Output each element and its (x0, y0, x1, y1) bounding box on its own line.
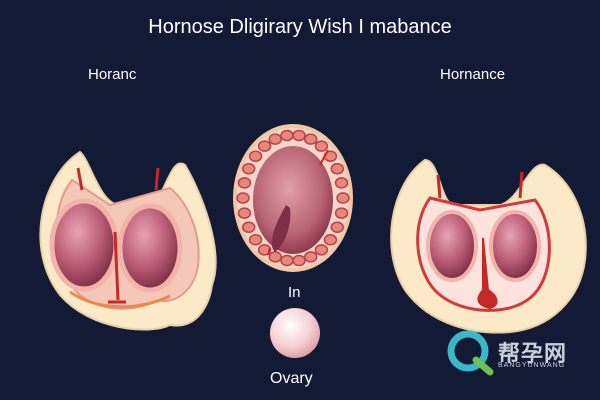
follicle (280, 254, 294, 267)
follicle (334, 177, 349, 189)
follicle (314, 244, 329, 256)
follicle (237, 177, 252, 189)
left-panel-label: Horanc (88, 66, 137, 83)
watermark-q-circle (447, 330, 489, 372)
follicle (268, 133, 283, 145)
right-organ-diagram (390, 158, 587, 334)
follicle (257, 140, 272, 152)
right-ovary-b (489, 210, 541, 282)
right-panel-label: Hornance (440, 66, 506, 83)
follicle (257, 244, 272, 256)
left-organ-diagram (39, 150, 217, 331)
follicle (248, 234, 263, 246)
watermark-logo (447, 330, 494, 376)
middle-label: In (288, 284, 301, 301)
watermark-subtext: BANGYUNWANG (498, 362, 566, 369)
right-center-vessel (477, 237, 498, 310)
center-vessel (267, 149, 329, 256)
follicle (330, 162, 345, 175)
center-embryo (271, 205, 291, 252)
ovary-ball (270, 308, 320, 358)
follicle (314, 140, 329, 152)
follicle (303, 251, 318, 263)
right-ovary-a (426, 210, 478, 282)
left-vessel (108, 231, 126, 304)
follicle (236, 192, 250, 204)
follicle (303, 133, 318, 145)
watermark-q-tail (472, 356, 494, 376)
diagram-title: Hornose Dligirary Wish I mabance (148, 16, 452, 38)
left-ovary-a (49, 198, 119, 292)
follicle (241, 162, 256, 175)
follicle (330, 221, 345, 234)
left-vessel-top (76, 167, 160, 191)
follicle (336, 192, 350, 204)
watermark-text: 帮孕网 (498, 341, 568, 366)
follicle (248, 150, 263, 162)
center-organ-diagram (233, 124, 353, 272)
follicle (334, 207, 349, 219)
follicle (292, 129, 306, 142)
follicle (280, 129, 294, 142)
right-vessel-top (436, 171, 524, 199)
follicle (323, 234, 338, 246)
center-inner-cavity (253, 146, 333, 254)
ovary-label: Ovary (270, 370, 313, 387)
follicle (292, 254, 306, 267)
left-base-tissue (69, 290, 171, 309)
follicle (237, 207, 252, 219)
follicle (268, 251, 283, 263)
follicle-ring (236, 129, 350, 267)
follicle (241, 221, 256, 234)
left-ovary-b (117, 203, 183, 293)
